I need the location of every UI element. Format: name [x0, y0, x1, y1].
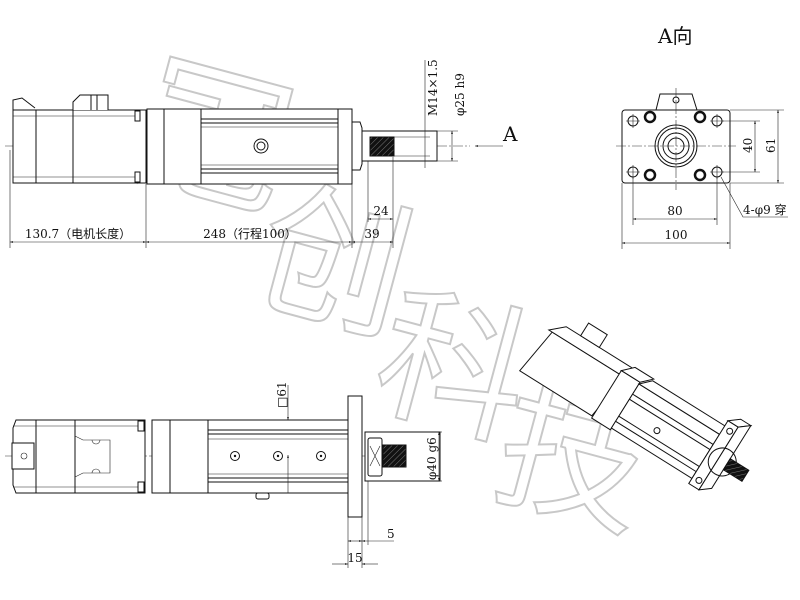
dim-thread: M14×1.5 [426, 59, 440, 116]
actuator-body [146, 108, 438, 185]
dim-boss: φ40 g6 [425, 437, 439, 480]
dim-shaft-dia: φ25 h9 [453, 73, 467, 116]
bottom-view: □61 φ40 g6 5 15 [5, 381, 442, 568]
dim-flange-thickness: 15 [347, 551, 362, 565]
hole-note: 4-φ9 穿 [743, 202, 787, 217]
view-arrow-label: A [502, 122, 518, 146]
motor [12, 94, 147, 184]
mounting-holes [626, 114, 724, 179]
dim-shaft-length: 39 [364, 227, 379, 241]
bolt-heads [643, 110, 707, 182]
isometric-view [518, 322, 753, 491]
dim-boss-depth: 5 [387, 527, 395, 541]
motor-bottom [11, 419, 146, 494]
dim-width: 100 [665, 228, 688, 242]
body-bottom [151, 395, 441, 518]
bottom-dimensions: □61 φ40 g6 5 15 [275, 381, 442, 568]
dim-thread-length: 24 [373, 204, 389, 218]
dim-square: □61 [275, 381, 289, 408]
dim-height: 61 [764, 138, 778, 153]
front-view: 130.7（电机长度） 248（行程100） 39 24 M14×1.5 φ25… [5, 59, 518, 248]
dim-hole-horizontal: 80 [667, 204, 682, 218]
front-dimensions: 130.7（电机长度） 248（行程100） 39 24 M14×1.5 φ25… [9, 59, 518, 248]
dim-motor-length: 130.7（电机长度） [25, 226, 131, 241]
end-view: A向 40 61 [616, 24, 788, 249]
end-view-title: A向 [657, 24, 692, 48]
dim-body-length: 248（行程100） [203, 226, 297, 241]
dim-hole-vertical: 40 [741, 138, 755, 153]
